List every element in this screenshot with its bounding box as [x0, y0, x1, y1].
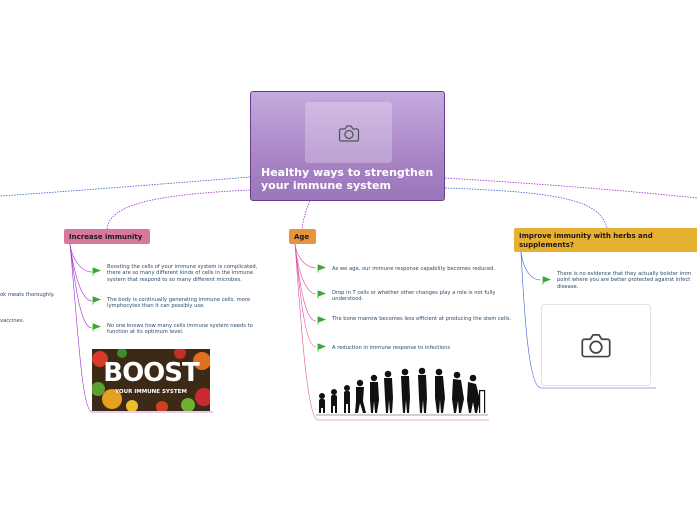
- leaf-text[interactable]: The body is continually generating immun…: [107, 297, 251, 310]
- topic-increase-immunity[interactable]: Increase immunity: [64, 229, 150, 244]
- left-fragment-text: vaccines.: [0, 318, 25, 324]
- topic-label: Improve immunity with herbs and suppleme…: [519, 232, 653, 249]
- flag-icon: [317, 343, 326, 352]
- produce-illustration: [92, 349, 210, 411]
- boost-text: BOOST: [103, 358, 199, 388]
- herbs-image-placeholder: [541, 304, 651, 386]
- left-fragment-text: ok meats thoroughly.: [0, 292, 55, 298]
- central-topic-title: Healthy ways to strengthen your immune s…: [261, 166, 434, 192]
- flag-icon: [317, 290, 326, 299]
- flag-icon: [92, 323, 101, 332]
- flag-icon: [317, 264, 326, 273]
- central-topic[interactable]: Healthy ways to strengthen your immune s…: [250, 91, 445, 201]
- topic-label: Increase immunity: [69, 233, 143, 241]
- flag-icon: [317, 316, 326, 325]
- topic-herbs-supplements[interactable]: Improve immunity with herbs and suppleme…: [514, 228, 697, 252]
- flag-icon: [542, 276, 551, 285]
- topic-age[interactable]: Age: [289, 229, 316, 244]
- topic-label: Age: [294, 233, 310, 241]
- leaf-text[interactable]: There is no evidence that they actually …: [557, 271, 692, 290]
- boost-subtext: YOUR IMMUNE SYSTEM: [115, 389, 187, 395]
- leaf-text[interactable]: A reduction in immune response to infect…: [332, 345, 451, 351]
- camera-icon: [338, 124, 359, 142]
- leaf-text[interactable]: No one knows how many cells immune syste…: [107, 323, 253, 336]
- flag-icon: [92, 296, 101, 305]
- leaf-text[interactable]: As we age, our immune response capabilit…: [332, 266, 496, 272]
- leaf-text[interactable]: Boosting the cells of your immune system…: [107, 264, 258, 283]
- flag-icon: [92, 267, 101, 276]
- central-image-placeholder: [305, 102, 392, 163]
- camera-icon: [581, 334, 611, 358]
- leaf-text[interactable]: Drop in T cells or whether other changes…: [332, 290, 496, 303]
- boost-immune-system-image: BOOST YOUR IMMUNE SYSTEM: [92, 349, 210, 411]
- aging-silhouettes-image: [316, 367, 488, 416]
- leaf-text[interactable]: The bone marrow becomes less efficient a…: [332, 316, 512, 322]
